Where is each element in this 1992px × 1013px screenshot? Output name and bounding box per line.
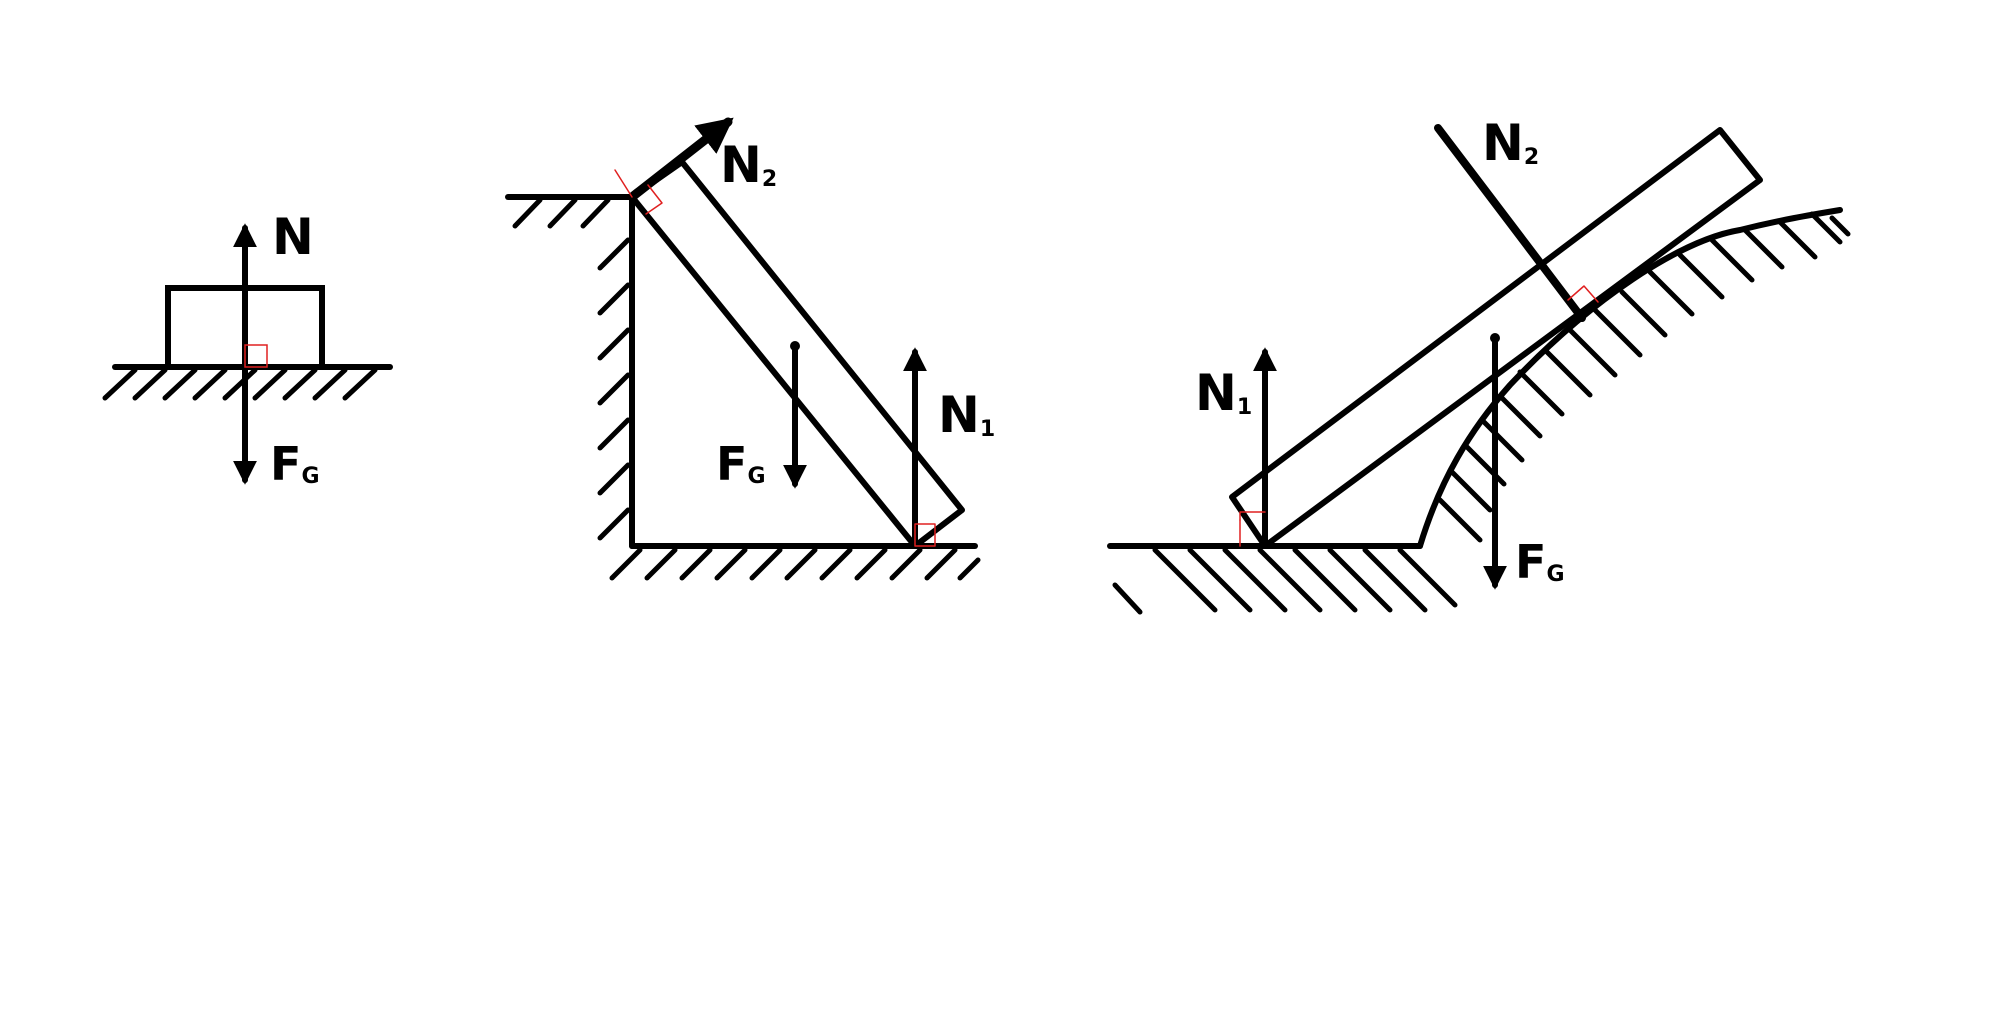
- label-normal-force-1: N1: [1195, 364, 1252, 422]
- normal-force-2-arrow: [1434, 124, 1586, 322]
- slope-hatching: [1437, 211, 1851, 543]
- label-normal-force-2: N2: [720, 136, 777, 194]
- diagram-block-on-ground: [102, 223, 393, 485]
- normal-force-2-arrow: [627, 117, 734, 202]
- right-angle-mark: [244, 344, 268, 368]
- right-angle-marks: [614, 169, 936, 547]
- label-gravity-force: FG: [270, 437, 320, 491]
- center-of-mass-dot: [790, 341, 800, 351]
- label-normal-force-1: N1: [938, 386, 995, 444]
- floor-hatching: [609, 547, 981, 581]
- label-normal-force: N: [272, 208, 314, 266]
- label-gravity-force: FG: [716, 437, 766, 491]
- leaning-rod: [1229, 127, 1763, 549]
- label-normal-force-2: N2: [1482, 114, 1539, 172]
- ground-hatching: [1112, 547, 1458, 615]
- diagram-rod-in-corner: [505, 117, 981, 581]
- ground-hatching: [102, 367, 378, 401]
- right-angle-marks: [1239, 285, 1599, 547]
- center-of-mass-dot: [1490, 333, 1500, 343]
- ledge-hatching: [512, 197, 611, 229]
- label-gravity-force: FG: [1515, 535, 1565, 589]
- diagram-rod-on-curved-slope: [1107, 124, 1851, 615]
- wall-hatching: [597, 237, 631, 541]
